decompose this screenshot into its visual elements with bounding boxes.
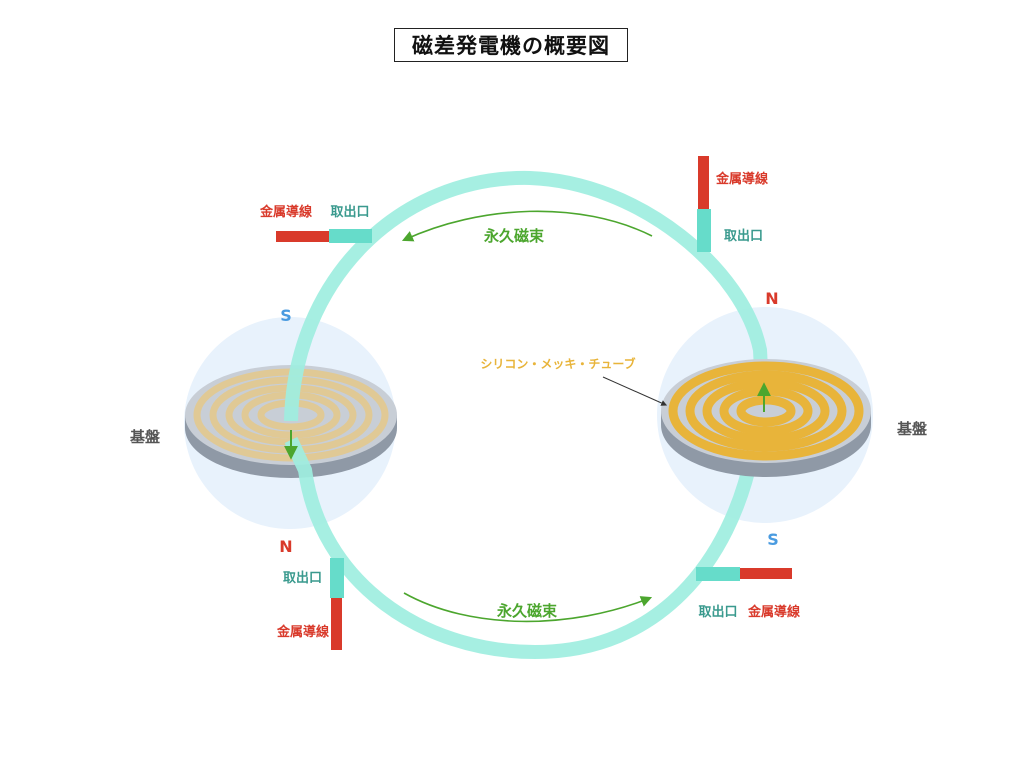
outlet-label-top-left: 取出口 [330, 204, 369, 220]
outlet-bar [696, 567, 740, 581]
flux-label-bottom: 永久磁束 [496, 602, 558, 620]
magnetic-flux-loop [284, 170, 769, 660]
wire-label-bottom-right: 金属導線 [747, 604, 801, 620]
page-title: 磁差発電機の概要図 [412, 34, 610, 58]
wire-label-bottom-left: 金属導線 [276, 624, 330, 640]
terminal-top-left [276, 229, 372, 243]
wire-bar [276, 231, 329, 242]
wire-bar [331, 598, 342, 650]
title-box: 磁差発電機の概要図 [394, 28, 628, 62]
wire-bar [740, 568, 792, 579]
tube-pointer-line [602, 376, 668, 406]
outlet-bar [697, 209, 711, 252]
flux-arrow-top [401, 210, 653, 242]
wire-bar [698, 156, 709, 209]
base-label-right: 基盤 [896, 420, 928, 438]
pole-s-left: S [280, 306, 292, 325]
terminal-bottom-right [696, 567, 792, 581]
outlet-label-top-right: 取出口 [724, 228, 763, 244]
tube-label: シリコン・メッキ・チューブ [480, 356, 635, 371]
pole-n-right: N [765, 289, 778, 308]
right-base-disc [661, 359, 871, 477]
pole-s-right: S [767, 530, 779, 549]
outlet-label-bottom-left: 取出口 [283, 570, 322, 586]
right-spiral-coil [668, 361, 864, 461]
flux-arrow-bottom [403, 592, 653, 623]
wire-label-top-right: 金属導線 [715, 171, 769, 187]
wire-label-top-left: 金属導線 [259, 204, 313, 220]
outlet-label-bottom-right: 取出口 [698, 604, 737, 620]
terminal-top-right [697, 156, 711, 252]
terminal-bottom-left [330, 558, 344, 650]
base-label-left: 基盤 [129, 428, 161, 446]
flux-label-top: 永久磁束 [483, 227, 545, 245]
pole-n-left: N [279, 537, 292, 556]
outlet-bar [329, 229, 372, 243]
outlet-bar [330, 558, 344, 598]
